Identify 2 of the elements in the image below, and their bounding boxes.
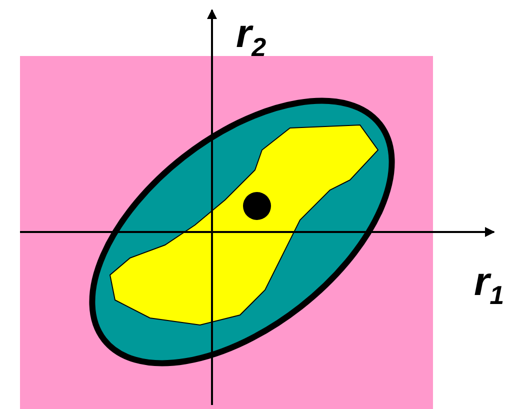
axis-label: r$_{2}$ [236,14,266,60]
axis-label: r$_{1}$ [474,262,504,308]
